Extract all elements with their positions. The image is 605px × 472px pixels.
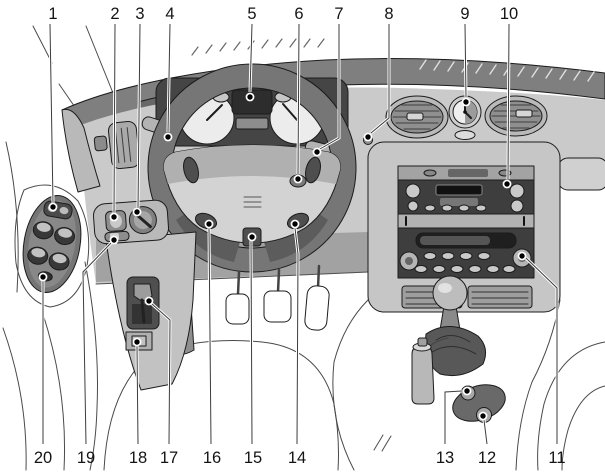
trip-display <box>231 89 273 115</box>
accelerator-pedal <box>304 285 330 331</box>
callout-13-console-switch-upper: 13 <box>436 449 454 467</box>
airbag-pad <box>163 144 341 247</box>
window-switch-pack <box>22 195 82 293</box>
leader-line-15 <box>250 240 253 445</box>
leader-dot-door-switch-pack-lower <box>40 274 46 280</box>
driver-door-panel <box>2 25 114 471</box>
dash-end-cap <box>61 108 101 193</box>
console-switch-panel <box>452 384 506 423</box>
leader-dot-door-switch-pack-upper <box>50 204 56 210</box>
brake-pedal <box>263 290 292 323</box>
left-center-air-vent <box>385 95 449 139</box>
leader-line-10 <box>507 23 510 180</box>
light-switch-panel <box>93 199 169 245</box>
callout-8-fascia-knob: 8 <box>384 5 393 23</box>
console-bottle <box>411 337 435 405</box>
callout-14-wheel-right-spoke-control: 14 <box>288 449 306 467</box>
leader-dot-lighting-rotary-switch <box>134 209 140 215</box>
lower-fascia <box>105 231 197 391</box>
callout-16-wheel-left-spoke-control: 16 <box>203 449 221 467</box>
analogue-clock <box>448 95 482 129</box>
leader-dot-wheel-left-spoke-control <box>206 221 212 227</box>
callout-6-pad-right-control: 6 <box>294 5 303 23</box>
leader-dot-instrument-cluster-display <box>247 94 253 100</box>
leader-dot-console-switch-upper <box>464 388 470 394</box>
callout-18-lower-fascia-switch: 18 <box>129 449 147 467</box>
callout-7-right-column-stalk: 7 <box>334 5 343 23</box>
leader-line-7 <box>319 24 340 150</box>
windscreen-hatching <box>419 59 595 82</box>
climate-control-unit <box>397 227 535 279</box>
window-switches <box>27 221 76 271</box>
callout-20-door-switch-pack-lower: 20 <box>34 449 52 467</box>
leader-line-2 <box>113 23 116 214</box>
lower-fascia-switch <box>125 331 153 351</box>
pad-hole-left <box>183 156 199 184</box>
passenger-seat <box>537 341 605 471</box>
leader-line-3 <box>137 23 141 209</box>
leader-dot-wheel-right-spoke-control <box>292 221 298 227</box>
leader-line-13 <box>444 390 463 444</box>
leader-line-14 <box>294 227 299 445</box>
horn-grille <box>243 196 262 208</box>
callout-9-analogue-clock: 9 <box>460 5 469 23</box>
callout-2-fascia-switch: 2 <box>110 5 119 23</box>
leader-dot-climate-control-knob <box>519 253 525 259</box>
leader-dot-audio-unit <box>504 181 510 187</box>
leader-dot-panel-dimmer <box>111 237 117 243</box>
leader-line-11 <box>525 257 558 444</box>
right-center-air-vent <box>484 95 548 137</box>
pedals <box>225 264 330 331</box>
door-armrest <box>14 184 90 308</box>
leader-dot-lower-fascia-switch <box>134 339 140 345</box>
leader-line-9 <box>464 23 467 98</box>
hazard-switch <box>454 130 476 140</box>
leader-line-1 <box>49 23 54 204</box>
leader-dot-left-column-stalk <box>165 134 171 140</box>
hood-hatching <box>191 38 325 56</box>
leader-line-18 <box>136 345 139 445</box>
audio-unit <box>397 179 535 215</box>
driver-seat <box>103 340 339 471</box>
callout-19-panel-dimmer: 19 <box>77 449 95 467</box>
side-air-vent <box>93 120 141 170</box>
leader-line-8 <box>370 24 390 134</box>
callout-11-climate-control-knob: 11 <box>548 449 565 467</box>
leader-line-12 <box>483 419 488 445</box>
leader-dot-fascia-knob <box>365 134 371 140</box>
leader-line-5 <box>249 23 253 93</box>
leader-dot-lower-fascia-lever <box>146 298 152 304</box>
callout-12-console-switch-lower: 12 <box>478 449 496 467</box>
clutch-pedal <box>225 293 250 325</box>
leader-dot-pad-right-control <box>295 176 301 182</box>
leader-line-4 <box>167 23 171 133</box>
leader-line-16 <box>208 227 212 445</box>
leader-dot-fascia-switch <box>111 214 117 220</box>
leader-dot-wheel-lower-control <box>249 234 255 240</box>
callout-15-wheel-lower-control: 15 <box>244 449 262 467</box>
cassette-slot <box>435 184 483 196</box>
leader-line-19 <box>82 242 112 445</box>
center-console <box>367 141 561 313</box>
leader-line-6 <box>297 23 300 175</box>
callout-1-door-switch-pack-upper: 1 <box>48 5 57 23</box>
leader-dot-analogue-clock <box>463 99 469 105</box>
callout-17-lower-fascia-lever: 17 <box>160 449 178 467</box>
pad-hole-right <box>305 156 321 184</box>
passenger-tray <box>557 157 605 191</box>
leader-dot-right-column-stalk <box>314 149 320 155</box>
callout-4-left-column-stalk: 4 <box>165 5 174 23</box>
leader-dot-console-switch-lower <box>480 413 486 419</box>
leader-line-17 <box>151 303 171 445</box>
callout-3-lighting-rotary-switch: 3 <box>135 5 144 23</box>
callout-10-audio-unit: 10 <box>500 5 518 23</box>
tunnel-and-seats <box>103 299 605 471</box>
callout-5-instrument-cluster-display: 5 <box>247 5 256 23</box>
